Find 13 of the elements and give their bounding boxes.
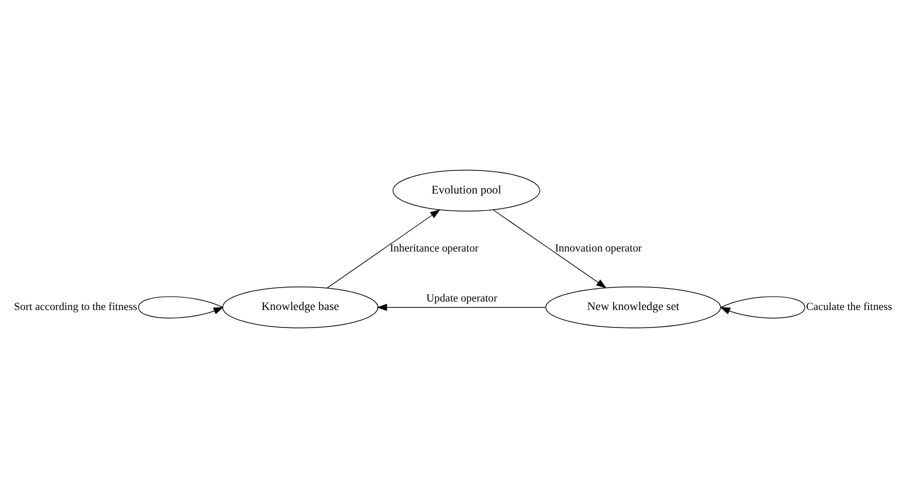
edge-label: Update operator [426, 292, 498, 304]
node-ellipse: Knowledge base [222, 286, 378, 328]
node-ellipse: Evolution pool [392, 169, 540, 212]
arrow [720, 296, 806, 318]
arrow [138, 296, 224, 318]
edge-label: Innovation operator [555, 242, 642, 254]
node-ellipse: New knowledge set [545, 286, 721, 328]
edge-label: Sort according to the fitness [14, 300, 138, 312]
edge-label: Inheritance operator [390, 242, 478, 254]
arrow [493, 209, 607, 288]
edge-label: Caculate the fitness [806, 300, 892, 312]
arrow [327, 208, 440, 288]
arrow [376, 303, 546, 310]
